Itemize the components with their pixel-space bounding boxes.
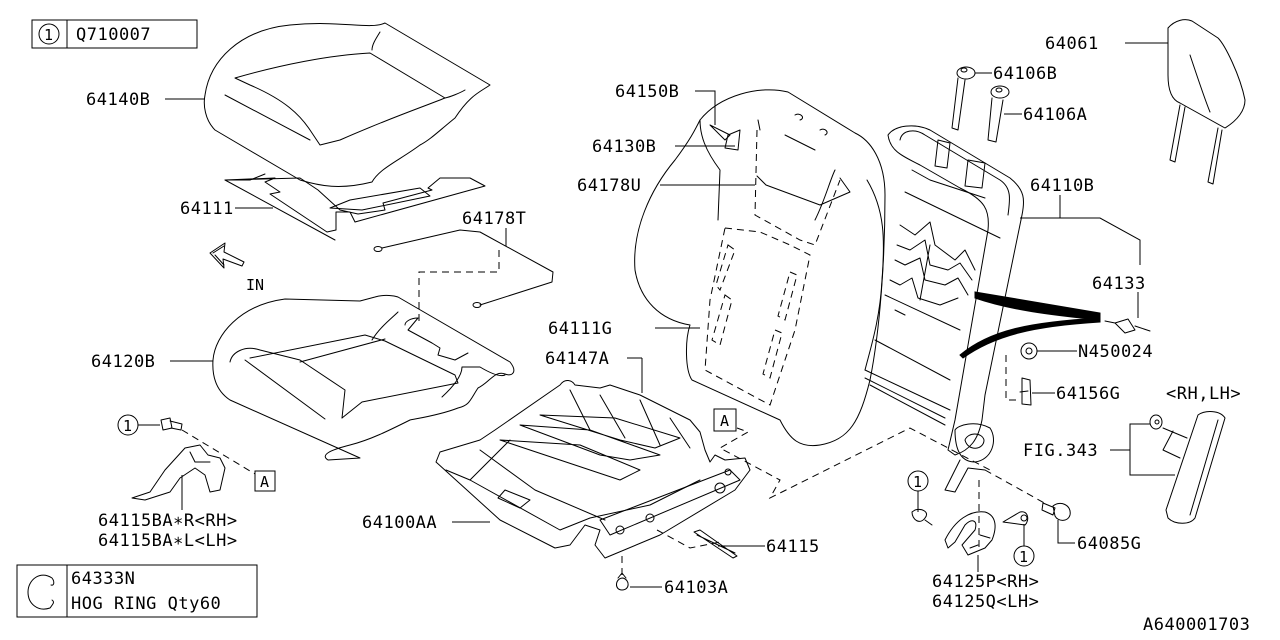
seat-frame-clip-part[interactable] (616, 556, 629, 591)
callout-64150B[interactable]: 64150B (615, 82, 679, 102)
callout-64100AA[interactable]: 64100AA (362, 513, 437, 533)
callout-64115BA-R[interactable]: 64115BA∗R<RH> (98, 511, 238, 531)
callout-64156G[interactable]: 64156G (1056, 384, 1120, 404)
fastener-ref-circle (38, 23, 60, 45)
legend-hog-ring-box: 64333N HOG RING Qty60 (16, 564, 258, 618)
callout-64110B[interactable]: 64110B (1030, 176, 1094, 196)
callout-64178T[interactable]: 64178T (462, 209, 526, 229)
headrest-part[interactable] (1167, 19, 1246, 185)
hog-ring-description: HOG RING Qty60 (71, 594, 221, 614)
callout-64085G[interactable]: 64085G (1077, 534, 1141, 554)
recliner-cover-part[interactable] (944, 480, 996, 556)
callout-64103A[interactable]: 64103A (664, 578, 728, 598)
callout-64115[interactable]: 64115 (766, 537, 820, 557)
seat-cushion-frame-part[interactable] (435, 380, 751, 559)
callout-64130B[interactable]: 64130B (592, 137, 656, 157)
callout-fig343[interactable]: FIG.343 (1023, 441, 1098, 461)
fastener-bolt-recliner-left[interactable]: 1 (907, 470, 933, 526)
callout-64106B[interactable]: 64106B (993, 64, 1057, 84)
arrow-in-icon (209, 242, 245, 269)
clip-64156G-part[interactable] (1005, 355, 1032, 406)
headrest-guide-64106A-part[interactable] (987, 85, 1010, 143)
callout-64140B[interactable]: 64140B (86, 90, 150, 110)
seat-cushion-pad-part[interactable] (224, 173, 486, 241)
bolt-64085G-part[interactable] (984, 469, 1071, 521)
hog-ring-part-no[interactable]: 64333N (71, 569, 135, 589)
legend-fastener-box: 1 Q710007 (31, 19, 198, 49)
drawing-id: A640001703 (1143, 615, 1250, 635)
callout-rh-lh: <RH,LH> (1166, 384, 1241, 404)
leader-64110B (1020, 195, 1141, 265)
callout-64115BA-L[interactable]: 64115BA∗L<LH> (98, 531, 238, 551)
headrest-guide-64106B-part[interactable] (951, 66, 976, 131)
side-cover-part[interactable] (1149, 411, 1226, 524)
fastener-ref-recliner-right: 1 (1019, 548, 1028, 566)
direction-label: IN (246, 276, 264, 294)
callout-64125P[interactable]: 64125P<RH> (932, 572, 1039, 592)
dashed-guide-64178T (418, 250, 500, 325)
callout-64178U[interactable]: 64178U (577, 176, 641, 196)
reference-marker-a-frame-label: A (720, 412, 729, 430)
seat-cushion-wire-part[interactable] (373, 229, 554, 308)
fastener-ref-recliner-left: 1 (913, 473, 922, 491)
reference-marker-a-left (254, 470, 276, 492)
reference-marker-a-frame (713, 408, 737, 432)
legend-fastener-part-no[interactable]: Q710007 (76, 25, 151, 45)
dashed-guide-frame-to-recliner (718, 427, 991, 500)
callout-64061[interactable]: 64061 (1045, 34, 1099, 54)
direction-arrow-in: IN (209, 242, 264, 294)
callout-64120B[interactable]: 64120B (91, 352, 155, 372)
dashed-guide-bracket (181, 429, 266, 481)
grommet-part[interactable] (1020, 342, 1038, 360)
leader-64150B (695, 90, 716, 125)
callout-64147A[interactable]: 64147A (545, 349, 609, 369)
seat-back-frame-part[interactable] (864, 125, 1024, 493)
callout-64133[interactable]: 64133 (1092, 274, 1146, 294)
leader-fig343 (1110, 423, 1175, 476)
seat-side-bracket-part[interactable] (131, 444, 226, 501)
fastener-bolt-recliner-right[interactable]: 1 (1002, 511, 1035, 567)
seat-cushion-part[interactable] (212, 294, 515, 461)
callout-64111[interactable]: 64111 (180, 199, 234, 219)
callout-64111G[interactable]: 64111G (548, 319, 612, 339)
seat-rail-cover-part[interactable] (656, 529, 738, 559)
leader-64085G (1057, 520, 1075, 544)
legend-fastener-index: 1 (44, 26, 53, 44)
callout-64106A[interactable]: 64106A (1023, 105, 1087, 125)
seat-cushion-cover-part[interactable] (203, 22, 491, 187)
reference-marker-a-left-label: A (260, 473, 269, 491)
hog-ring-icon (27, 574, 55, 610)
fastener-ref-left: 1 (123, 417, 132, 435)
legend-hog-ring-frame (16, 564, 258, 618)
headrest-guide-part[interactable] (709, 124, 741, 151)
lumbar-cable-part[interactable] (959, 291, 1151, 359)
seat-back-pad-part[interactable] (634, 89, 886, 447)
fastener-bolt-left[interactable]: 1 (117, 414, 183, 436)
callout-N450024[interactable]: N450024 (1078, 342, 1153, 362)
callout-64125Q[interactable]: 64125Q<LH> (932, 592, 1039, 612)
